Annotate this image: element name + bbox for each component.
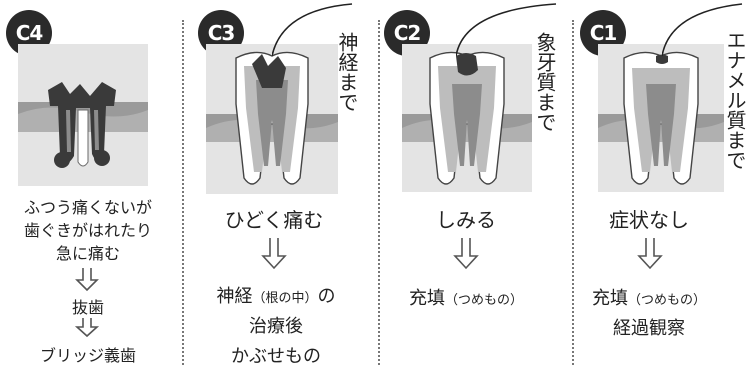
tooth-illustration-c1 [598, 44, 724, 192]
description-line-3: 急に痛む [55, 244, 120, 263]
tooth-enamel-decay-icon [598, 51, 724, 185]
pointer-line [456, 3, 557, 57]
pointer-line [272, 3, 353, 57]
depth-label-c2: 象牙質まで [533, 32, 557, 132]
double-down-arrow-icon [74, 316, 100, 338]
pointer-line [662, 3, 743, 57]
depth-label-c1: エナメル質まで [723, 30, 747, 170]
double-down-arrow-icon [74, 266, 100, 292]
treatment-c3-line-1: 神経（根の中）の [184, 282, 368, 308]
tooth-illustration-c3 [206, 44, 338, 194]
decayed-root-icon [18, 82, 148, 168]
tooth-dentin-decay-icon [402, 51, 532, 185]
symptom-c2: しみる [436, 208, 496, 232]
treatment-paren: （つめもの） [444, 293, 523, 308]
description-line-1: ふつう痛くないが [23, 198, 152, 217]
stage-c1: C1 エナメル質まで 症状なし 充填（つめもの） 経過観察 [574, 0, 748, 370]
stage-c2: C2 象牙質まで しみる 充填（つめもの） [380, 0, 570, 370]
description-line-2: 歯ぐきがはれたり [23, 221, 152, 240]
treatment-c3-line-3: かぶせもの [231, 346, 321, 367]
treatment-paren: （つめもの） [627, 293, 706, 308]
stage-c4: C4 ふつう痛くないが 歯ぐきがはれたり 急に痛む 抜歯 ブリッジ義歯 [0, 0, 180, 370]
double-down-arrow-icon [260, 236, 288, 270]
tooth-pulp-decay-icon [206, 51, 338, 185]
double-down-arrow-icon [636, 236, 664, 270]
column-divider [182, 20, 184, 365]
tooth-illustration-c4 [18, 44, 148, 186]
treatment-main: 神経 [216, 286, 253, 307]
stage-c3: C3 神経まで ひどく痛む 神経（根の中）の 治療後 かぶせもの [184, 0, 374, 370]
symptom-c1: 症状なし [609, 208, 689, 232]
treatment-main: 充填 [591, 288, 628, 309]
tooth-illustration-c2 [402, 44, 532, 192]
symptom-c3: ひどく痛む [224, 208, 324, 232]
double-down-arrow-icon [452, 236, 480, 270]
treatment-main: 充填 [408, 288, 445, 309]
step-bridge-denture: ブリッジ義歯 [39, 346, 136, 365]
treatment-c1-line-1: 充填（つめもの） [574, 284, 724, 310]
column-divider [378, 20, 380, 365]
treatment-paren: （根の中） [252, 291, 318, 306]
treatment-c2-line-1: 充填（つめもの） [380, 284, 552, 310]
step-extraction: 抜歯 [71, 298, 104, 317]
depth-label-c3: 神経まで [335, 32, 359, 112]
treatment-c1-line-2: 経過観察 [613, 318, 685, 339]
treatment-particle: の [317, 286, 336, 307]
column-divider [572, 20, 574, 365]
treatment-c3-line-2: 治療後 [249, 316, 303, 337]
